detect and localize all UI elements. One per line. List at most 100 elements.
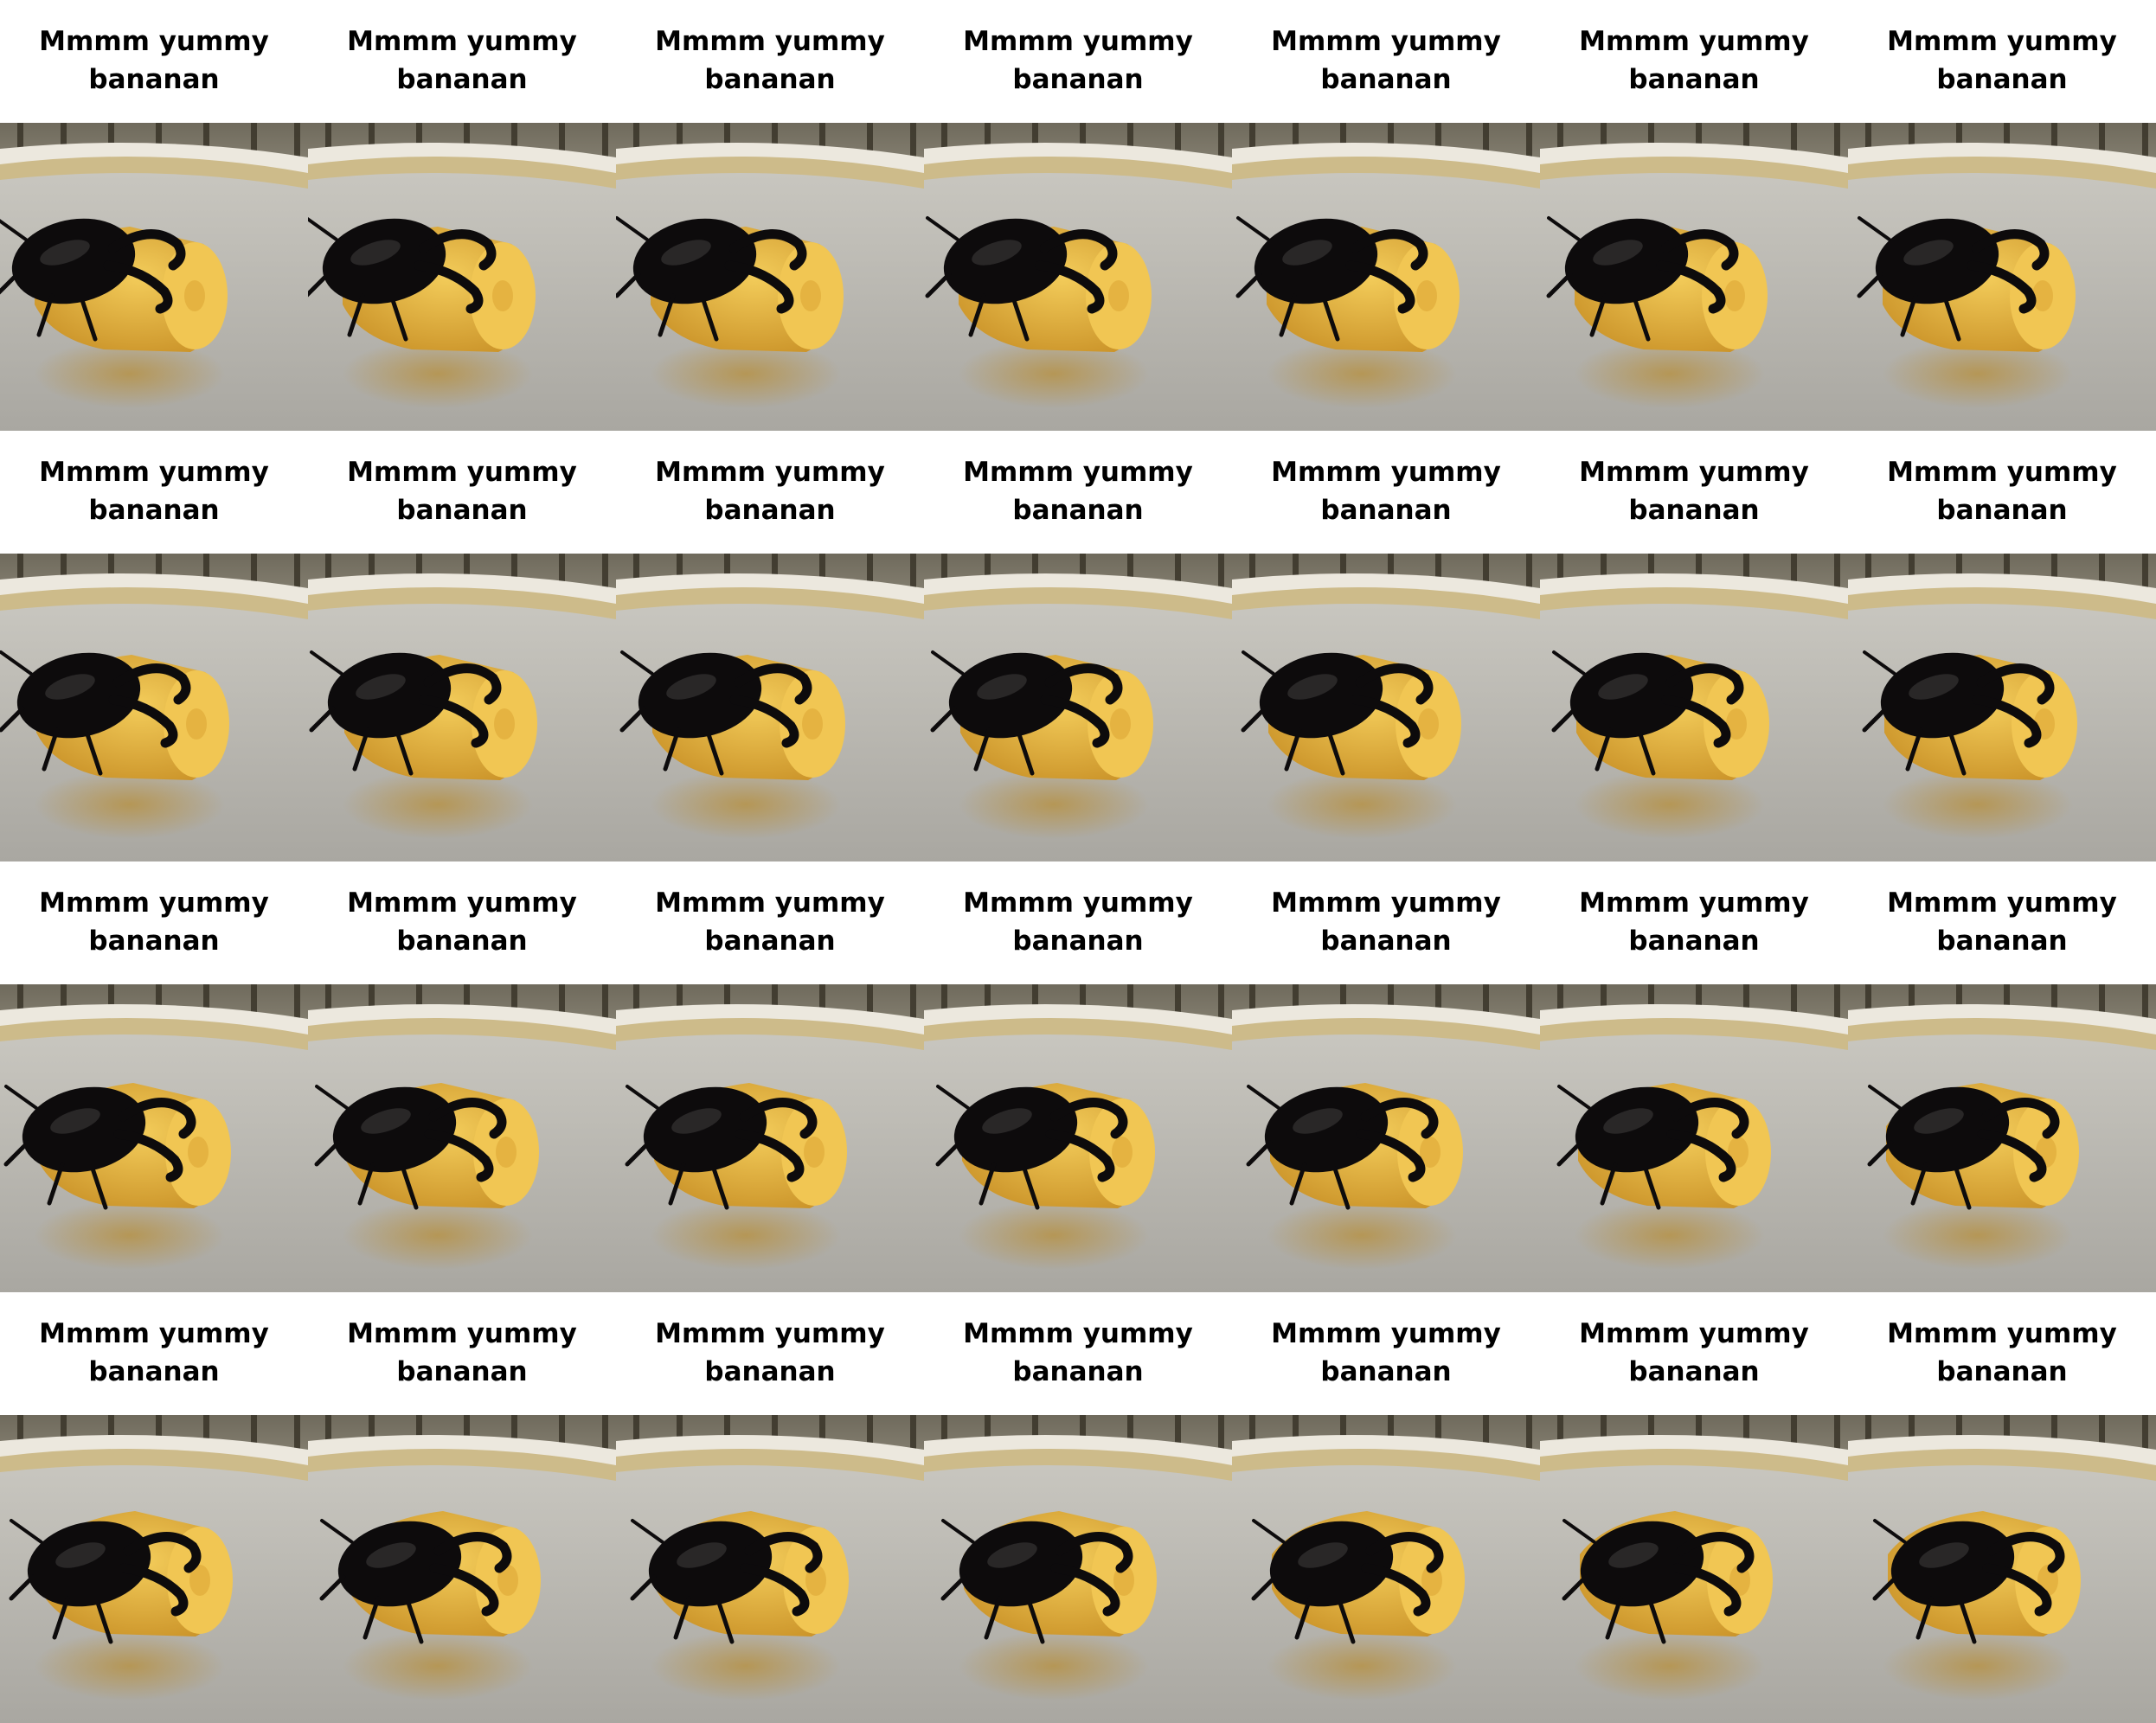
meme-caption: Mmmm yummy bananan xyxy=(924,1292,1232,1415)
stag-beetle xyxy=(3,1085,196,1210)
caption-line-2: bananan xyxy=(88,926,220,957)
beetle-banana-photo xyxy=(1540,123,1848,431)
caption-line-1: Mmmm yummy xyxy=(1271,887,1501,919)
meme-caption: Mmmm yummy bananan xyxy=(1232,1292,1540,1415)
stag-beetle xyxy=(616,216,807,342)
caption-line-1: Mmmm yummy xyxy=(1579,887,1809,919)
meme-caption: Mmmm yummy bananan xyxy=(1848,1292,2156,1415)
beetle-banana-photo xyxy=(0,123,308,431)
beetle-banana-photo xyxy=(308,554,616,862)
caption-line-1: Mmmm yummy xyxy=(655,887,885,919)
gif-frame: Mmmm yummy bananan xyxy=(0,862,308,1292)
caption-line-2: bananan xyxy=(1936,926,2068,957)
caption-line-2: bananan xyxy=(1320,495,1452,526)
caption-line-2: bananan xyxy=(1936,1356,2068,1387)
stag-beetle xyxy=(1246,1085,1439,1210)
caption-line-2: bananan xyxy=(396,1356,528,1387)
stag-beetle xyxy=(619,650,812,776)
meme-caption: Mmmm yummy bananan xyxy=(308,1292,616,1415)
caption-line-2: bananan xyxy=(396,926,528,957)
gif-frame: Mmmm yummy bananan xyxy=(1232,0,1540,431)
stag-beetle xyxy=(308,216,497,342)
beetle-banana-photo xyxy=(308,984,616,1292)
meme-caption: Mmmm yummy bananan xyxy=(1540,862,1848,984)
meme-caption: Mmmm yummy bananan xyxy=(1540,0,1848,123)
caption-line-1: Mmmm yummy xyxy=(1579,26,1809,57)
stag-beetle xyxy=(1872,1519,2065,1644)
meme-caption: Mmmm yummy bananan xyxy=(1540,1292,1848,1415)
caption-line-2: bananan xyxy=(1012,64,1144,95)
gif-frame: Mmmm yummy bananan xyxy=(1848,0,2156,431)
beetle-banana-photo xyxy=(616,1415,924,1723)
gif-frame: Mmmm yummy bananan xyxy=(1232,862,1540,1292)
caption-line-1: Mmmm yummy xyxy=(655,457,885,488)
meme-caption: Mmmm yummy bananan xyxy=(0,0,308,123)
gif-frame: Mmmm yummy bananan xyxy=(308,0,616,431)
caption-line-1: Mmmm yummy xyxy=(963,26,1193,57)
stag-beetle xyxy=(1546,216,1739,342)
caption-line-1: Mmmm yummy xyxy=(963,1318,1193,1349)
meme-caption: Mmmm yummy bananan xyxy=(1848,431,2156,554)
caption-line-1: Mmmm yummy xyxy=(1887,887,2117,919)
caption-line-2: bananan xyxy=(396,64,528,95)
caption-line-1: Mmmm yummy xyxy=(963,457,1193,488)
beetle-banana-photo xyxy=(1232,554,1540,862)
beetle-banana-photo xyxy=(0,984,308,1292)
stag-beetle xyxy=(1235,216,1428,342)
caption-line-1: Mmmm yummy xyxy=(39,887,269,919)
caption-line-2: bananan xyxy=(1628,926,1760,957)
caption-line-1: Mmmm yummy xyxy=(655,1318,885,1349)
beetle-banana-photo xyxy=(924,1415,1232,1723)
meme-caption: Mmmm yummy bananan xyxy=(1232,862,1540,984)
gif-frame: Mmmm yummy bananan xyxy=(924,431,1232,862)
caption-line-2: bananan xyxy=(88,495,220,526)
meme-caption: Mmmm yummy bananan xyxy=(616,1292,924,1415)
gif-frame: Mmmm yummy bananan xyxy=(1848,431,2156,862)
beetle-banana-photo xyxy=(924,984,1232,1292)
caption-line-1: Mmmm yummy xyxy=(347,26,577,57)
meme-caption: Mmmm yummy bananan xyxy=(1540,431,1848,554)
gif-frame: Mmmm yummy bananan xyxy=(308,862,616,1292)
caption-line-1: Mmmm yummy xyxy=(1887,26,2117,57)
beetle-banana-photo xyxy=(1540,554,1848,862)
caption-line-2: bananan xyxy=(1320,926,1452,957)
meme-caption: Mmmm yummy bananan xyxy=(616,862,924,984)
stag-beetle xyxy=(309,650,502,776)
caption-line-1: Mmmm yummy xyxy=(1579,457,1809,488)
gif-frame: Mmmm yummy bananan xyxy=(308,431,616,862)
beetle-banana-photo xyxy=(0,554,308,862)
caption-line-1: Mmmm yummy xyxy=(1579,1318,1809,1349)
gif-frame: Mmmm yummy bananan xyxy=(616,1292,924,1723)
beetle-banana-photo xyxy=(308,1415,616,1723)
stag-beetle xyxy=(630,1519,823,1644)
gif-frame: Mmmm yummy bananan xyxy=(1232,431,1540,862)
caption-line-1: Mmmm yummy xyxy=(963,887,1193,919)
gif-frame: Mmmm yummy bananan xyxy=(1540,431,1848,862)
meme-caption: Mmmm yummy bananan xyxy=(924,862,1232,984)
meme-caption: Mmmm yummy bananan xyxy=(0,431,308,554)
stag-beetle xyxy=(1241,650,1434,776)
beetle-banana-photo xyxy=(924,123,1232,431)
gif-frame: Mmmm yummy bananan xyxy=(1232,1292,1540,1723)
meme-caption: Mmmm yummy bananan xyxy=(308,0,616,123)
meme-caption: Mmmm yummy bananan xyxy=(308,431,616,554)
stag-beetle xyxy=(0,650,191,776)
beetle-banana-photo xyxy=(1232,1415,1540,1723)
caption-line-2: bananan xyxy=(704,1356,836,1387)
caption-line-1: Mmmm yummy xyxy=(1887,457,2117,488)
beetle-banana-photo xyxy=(1848,984,2156,1292)
caption-line-2: bananan xyxy=(88,64,220,95)
gif-frame: Mmmm yummy bananan xyxy=(924,1292,1232,1723)
meme-caption: Mmmm yummy bananan xyxy=(616,431,924,554)
meme-caption: Mmmm yummy bananan xyxy=(1848,0,2156,123)
stag-beetle xyxy=(930,650,1123,776)
beetle-banana-photo xyxy=(1848,123,2156,431)
caption-line-2: bananan xyxy=(1320,64,1452,95)
gif-frame: Mmmm yummy bananan xyxy=(616,862,924,1292)
meme-caption: Mmmm yummy bananan xyxy=(924,0,1232,123)
beetle-banana-photo xyxy=(1232,123,1540,431)
meme-caption: Mmmm yummy bananan xyxy=(616,0,924,123)
stag-beetle xyxy=(625,1085,818,1210)
caption-line-2: bananan xyxy=(1012,495,1144,526)
